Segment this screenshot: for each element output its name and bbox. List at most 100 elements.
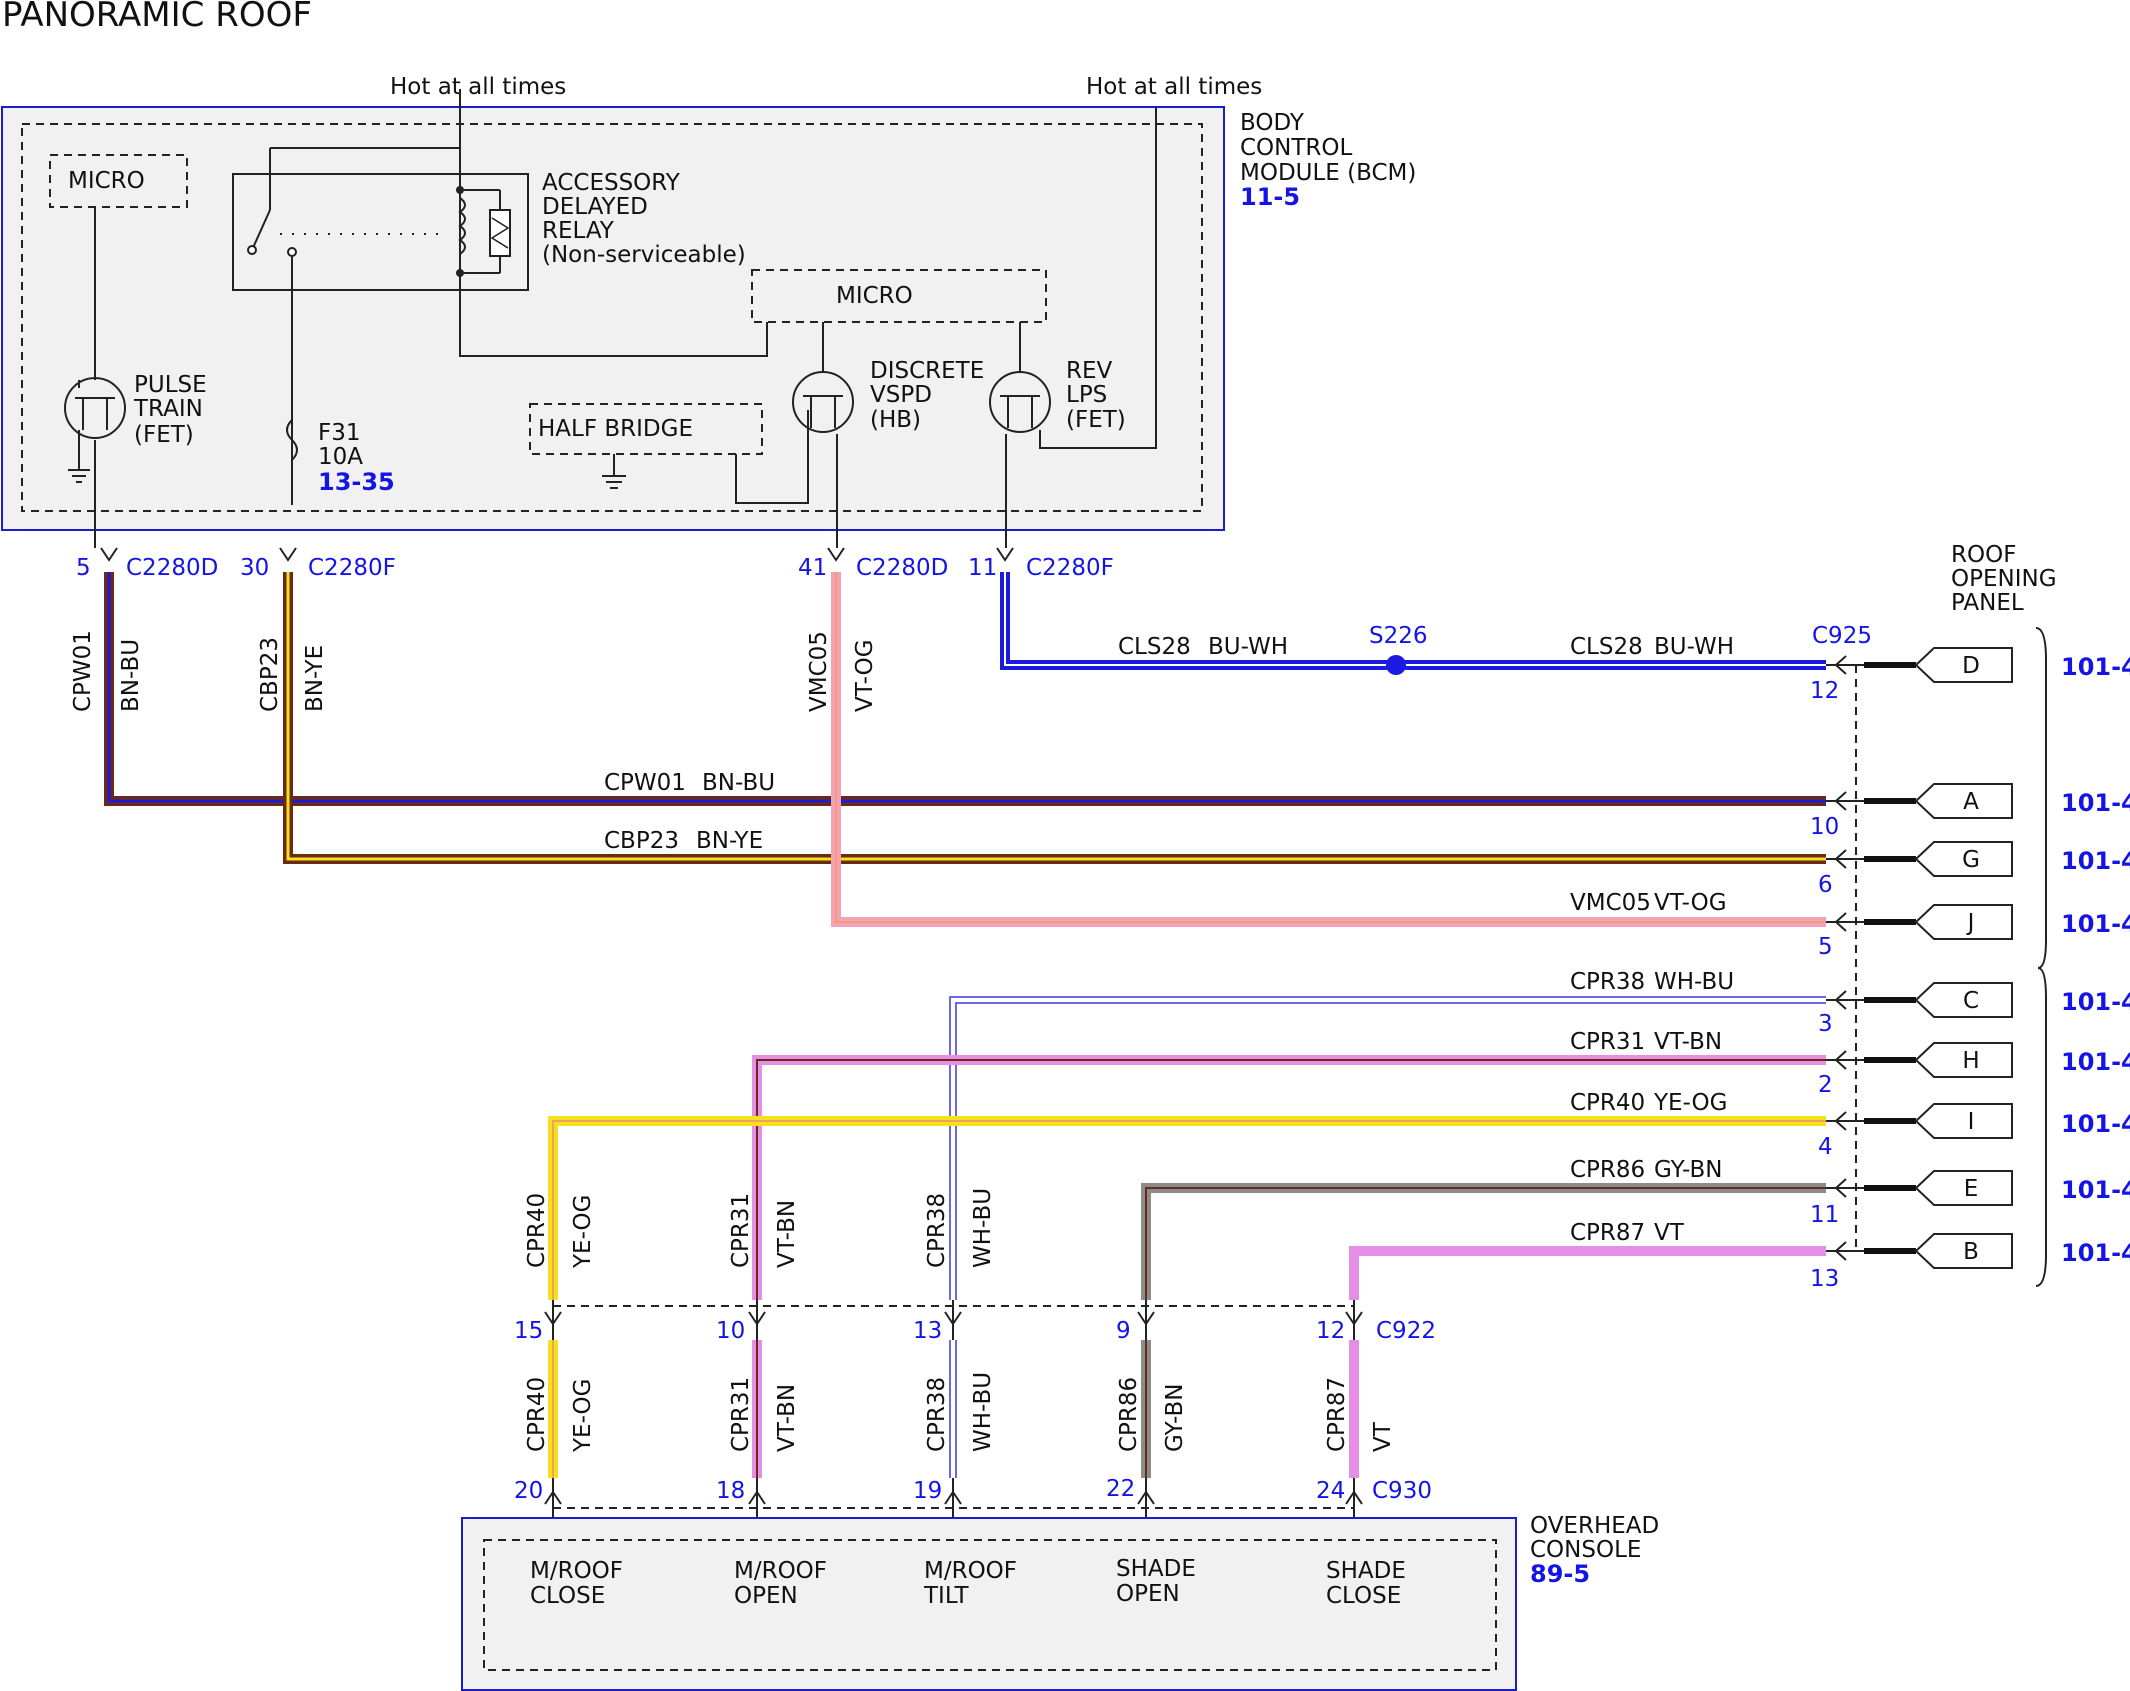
c925-letter-e: E (1964, 1176, 1979, 1202)
switch-roof-close-line-1: M/ROOF (530, 1558, 623, 1584)
roof-panel-name-line-1: ROOF (1951, 542, 2016, 568)
c925-pin-row-e (1826, 1170, 2013, 1206)
ref-101-4-j[interactable]: 101-4 (2061, 910, 2130, 938)
c922-pin-15: 15 (514, 1318, 543, 1344)
c930-pin-20: 20 (514, 1478, 543, 1504)
label-bu-wh-right: BU-WH (1654, 634, 1734, 660)
c922-pin-9: 9 (1116, 1318, 1131, 1344)
fuse-icon (286, 419, 298, 461)
ref-101-4-b[interactable]: 101-4 (2061, 1239, 2130, 1267)
label-vmc05-vertical: VMC05 (806, 631, 832, 712)
wire-vmc05 (831, 572, 1826, 927)
c925-pin-row-j (1826, 904, 2013, 940)
bcm-connector-c2280d-2: C2280D (856, 555, 948, 581)
micro-right-box (751, 269, 1047, 323)
c925-letter-b: B (1963, 1239, 1979, 1265)
c925-letter-a: A (1963, 789, 1979, 815)
roof-panel-name-line-3: PANEL (1951, 590, 2024, 616)
label-bn-ye-vertical: BN-YE (302, 645, 328, 712)
label-vt-horizontal: VT (1654, 1220, 1685, 1246)
rev-label-line-2: LPS (1066, 382, 1107, 408)
bcm-ref-link[interactable]: 11-5 (1240, 183, 1300, 211)
overhead-console-module (461, 1517, 1517, 1691)
bcm-pin-41: 41 (798, 555, 827, 581)
label-bn-ye-horizontal: BN-YE (696, 828, 763, 854)
pulse-train-fet-icon (64, 377, 126, 483)
ref-101-4-a[interactable]: 101-4 (2061, 789, 2130, 817)
label-cbp23-vertical: CBP23 (257, 637, 283, 712)
pulse-label-line-1: PULSE (134, 372, 207, 398)
bcm-connector-c2280f-2: C2280F (1026, 555, 1114, 581)
fuse-ref-link[interactable]: 13-35 (318, 468, 395, 496)
micro-left-box (49, 154, 188, 208)
wire-cpr86 (1141, 1183, 1826, 1478)
c925-pin-12: 12 (1810, 678, 1839, 704)
switch-roof-open-line-2: OPEN (734, 1583, 798, 1609)
overhead-ref-link[interactable]: 89-5 (1530, 1560, 1590, 1588)
ref-101-4-e[interactable]: 101-4 (2061, 1176, 2130, 1204)
micro-right-label: MICRO (836, 283, 913, 309)
bcm-pin-arrows (100, 547, 1014, 562)
c922-pin-12: 12 (1316, 1318, 1345, 1344)
label-cpr87-horizontal: CPR87 (1570, 1220, 1645, 1246)
label-cpr40-lower: CPR40 (524, 1377, 550, 1452)
label-vt-bn-upper: VT-BN (774, 1200, 800, 1268)
label-cbp23-horizontal: CBP23 (604, 828, 679, 854)
discrete-label-line-2: VSPD (870, 382, 932, 408)
page-title: PANORAMIC ROOF (2, 0, 312, 35)
splice-s226-dot (1386, 655, 1406, 675)
ref-101-4-c[interactable]: 101-4 (2061, 988, 2130, 1016)
bcm-connector-c2280d-1: C2280D (126, 555, 218, 581)
splice-s226-label: S226 (1369, 623, 1428, 649)
label-vt-og-vertical: VT-OG (852, 639, 878, 712)
label-gy-bn-horizontal: GY-BN (1654, 1157, 1722, 1183)
wire-cpw01 (104, 572, 1826, 806)
c925-pin-row-d (1826, 647, 2013, 683)
relay-label-line-3: RELAY (542, 218, 615, 244)
c925-pin-4: 4 (1818, 1134, 1833, 1160)
label-cls28-right: CLS28 (1570, 634, 1643, 660)
label-vt-bn-horizontal: VT-BN (1654, 1029, 1722, 1055)
connector-c930-label: C930 (1372, 1478, 1432, 1504)
ref-101-4-i[interactable]: 101-4 (2061, 1110, 2130, 1138)
label-ye-og-upper: YE-OG (570, 1195, 596, 1269)
c925-pin-10: 10 (1810, 814, 1839, 840)
label-cpr38-upper: CPR38 (924, 1193, 950, 1268)
label-wh-bu-horizontal: WH-BU (1654, 969, 1734, 995)
overhead-name-line-2: CONSOLE (1530, 1537, 1641, 1563)
c930-pin-19: 19 (913, 1478, 942, 1504)
connector-c922-label: C922 (1376, 1318, 1436, 1344)
c925-letter-j: J (1966, 910, 1975, 936)
discrete-label-line-1: DISCRETE (870, 358, 984, 384)
label-cpr40-horizontal: CPR40 (1570, 1090, 1645, 1116)
label-cpr31-lower: CPR31 (728, 1377, 754, 1452)
switch-shade-close-line-2: CLOSE (1326, 1583, 1401, 1609)
label-bn-bu-horizontal: BN-BU (702, 770, 775, 796)
relay-label-line-1: ACCESSORY (542, 170, 681, 196)
switch-shade-open-line-1: SHADE (1116, 1556, 1196, 1582)
bcm-name-line-3: MODULE (BCM) (1240, 160, 1416, 186)
discrete-vspd-icon (792, 371, 854, 433)
rev-lps-fet-icon (989, 371, 1051, 433)
bcm-pin-11: 11 (968, 555, 997, 581)
wire-cbp23 (283, 572, 1826, 864)
roof-panel-name-line-2: OPENING (1951, 566, 2057, 592)
c925-pin-6: 6 (1818, 872, 1833, 898)
ref-101-4-g[interactable]: 101-4 (2061, 847, 2130, 875)
ground-icon (602, 454, 626, 489)
c930-pin-24: 24 (1316, 1478, 1345, 1504)
switch-roof-tilt-line-1: M/ROOF (924, 1558, 1017, 1584)
c925-pin-row-g (1826, 841, 2013, 877)
connector-c925-label: C925 (1812, 623, 1872, 649)
ref-101-4-d[interactable]: 101-4 (2061, 653, 2130, 681)
half-bridge-wire (735, 410, 809, 504)
c922-pin-10: 10 (716, 1318, 745, 1344)
c925-pin-row-i (1826, 1103, 2013, 1139)
ref-101-4-h[interactable]: 101-4 (2061, 1048, 2130, 1076)
bcm-connector-c2280f-1: C2280F (308, 555, 396, 581)
label-cpr38-horizontal: CPR38 (1570, 969, 1645, 995)
label-cls28-left: CLS28 (1118, 634, 1191, 660)
label-ye-og-horizontal: YE-OG (1653, 1090, 1727, 1116)
c922-pin-13: 13 (913, 1318, 942, 1344)
label-cpr86-horizontal: CPR86 (1570, 1157, 1645, 1183)
